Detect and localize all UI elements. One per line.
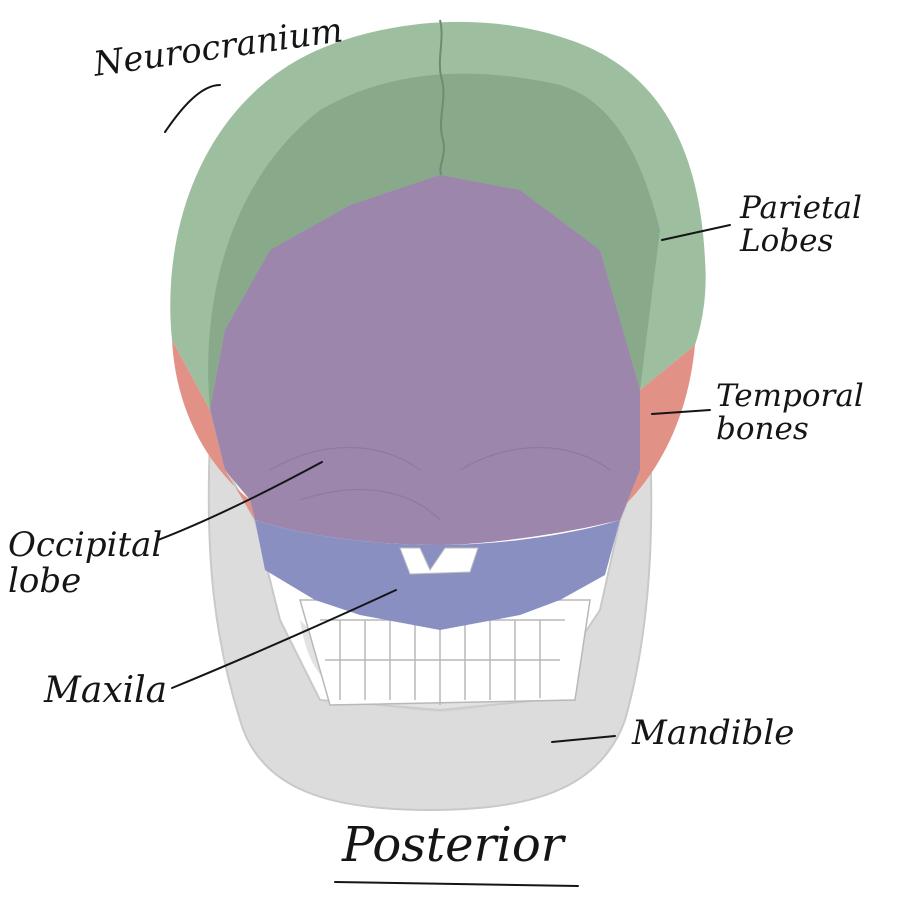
posterior-underline: [334, 881, 579, 887]
label-mandible: Mandible: [632, 713, 795, 753]
label-parietal-lobes: Parietal Lobes: [740, 190, 862, 259]
sagittal-suture: [438, 19, 445, 176]
leader-parietal: [661, 224, 731, 241]
label-temporal-bones: Temporal bones: [716, 378, 864, 447]
view-title-posterior: Posterior: [342, 817, 564, 873]
leader-mandible: [551, 735, 616, 743]
temporal-bone-right: [620, 345, 695, 520]
occipital-lobe-region: [210, 175, 640, 545]
leader-lines: [157, 84, 731, 887]
leader-maxila: [171, 589, 397, 689]
occipital-texture: [269, 447, 611, 521]
parietal-inner-band: [208, 73, 660, 410]
temporal-bone-left: [172, 340, 255, 520]
mandible-region: [207, 436, 653, 812]
label-maxila: Maxila: [44, 670, 168, 711]
leader-occipital: [157, 461, 323, 541]
leader-temporal: [651, 409, 711, 415]
label-occipital-lobe: Occipital lobe: [8, 525, 163, 601]
leader-neurocranium: [164, 84, 221, 133]
maxila-region: [255, 520, 620, 630]
nasal-opening: [399, 547, 479, 575]
